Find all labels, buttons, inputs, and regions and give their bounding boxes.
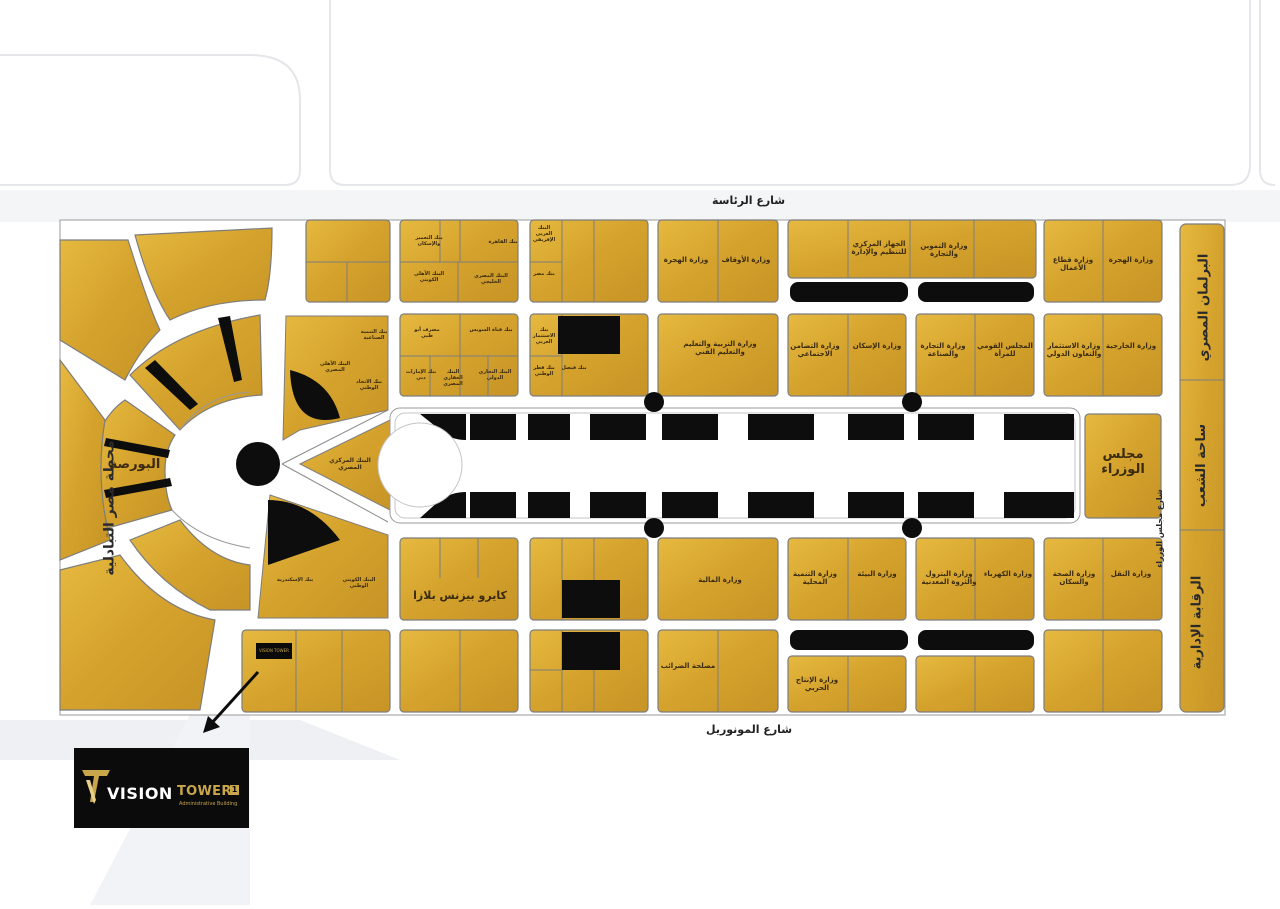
black-square-r4 bbox=[562, 632, 620, 670]
street-label-top: شارع الرئاسة bbox=[712, 194, 786, 207]
background-outline bbox=[0, 0, 1276, 186]
roundabout-main bbox=[236, 442, 280, 486]
block-r3-c4 bbox=[657, 537, 779, 621]
block-left-2 bbox=[134, 227, 273, 321]
block-left-1 bbox=[59, 239, 161, 381]
boulevard-block-0-1 bbox=[528, 414, 570, 440]
black-square-r3 bbox=[562, 580, 620, 618]
black-strip-r1-a bbox=[790, 282, 908, 302]
cabinet-block bbox=[1084, 413, 1162, 519]
boulevard-block-1-4 bbox=[748, 492, 814, 518]
label-station: محطة مصر التبادلية bbox=[101, 440, 118, 576]
boulevard-block-1-6 bbox=[918, 492, 974, 518]
vt-mark-icon bbox=[82, 770, 110, 804]
spokes bbox=[104, 316, 242, 498]
boulevard-curve-bl bbox=[420, 492, 466, 518]
logo-vision-text: VISION bbox=[107, 784, 173, 803]
block-r2-c2 bbox=[399, 313, 519, 397]
logo-badge: 1 bbox=[230, 785, 239, 795]
arrow-to-logo bbox=[203, 670, 260, 733]
block-r4-c2 bbox=[399, 629, 519, 713]
boulevard-block-1-0 bbox=[470, 492, 516, 518]
block-r1-c2 bbox=[399, 219, 519, 303]
boulevard-block-0-6 bbox=[918, 414, 974, 440]
sectors bbox=[257, 315, 391, 619]
vision-tower-logo: VISION TOWER 1 Administrative Building bbox=[74, 748, 249, 828]
label-admin-control: الرقابة الإدارية bbox=[1189, 575, 1205, 670]
logo-subtitle: Administrative Building bbox=[179, 801, 238, 807]
label-parliament: البرلمان المصري bbox=[1196, 253, 1212, 362]
boulevard-block-0-2 bbox=[590, 414, 646, 440]
block-r3-c5 bbox=[787, 537, 907, 621]
top-street-band bbox=[0, 190, 1280, 222]
boulevard-block-1-1 bbox=[528, 492, 570, 518]
mini-vision-logo: VISION TOWER bbox=[256, 643, 292, 659]
block-left-bottom bbox=[59, 554, 216, 711]
black-square-r2 bbox=[558, 316, 620, 354]
block-r1-c5 bbox=[787, 219, 1037, 279]
block-r1-c1 bbox=[305, 219, 391, 303]
logo-tower-text: TOWER bbox=[177, 784, 232, 799]
block-r2-c5 bbox=[787, 313, 907, 397]
boulevard-block-0-3 bbox=[662, 414, 718, 440]
boulevard-block-1-5 bbox=[848, 492, 904, 518]
block-r2-c4 bbox=[657, 313, 779, 397]
boulevard-block-0-0 bbox=[470, 414, 516, 440]
boulevard-block-1-7 bbox=[1004, 492, 1074, 518]
street-label-cabinet: شارع مجلس الوزراء bbox=[1154, 489, 1164, 568]
boulevard-block-0-7 bbox=[1004, 414, 1074, 440]
block-r1-c3 bbox=[529, 219, 649, 303]
block-r4-c5 bbox=[787, 655, 907, 713]
central-boulevard bbox=[377, 392, 1081, 538]
boulevard-block-1-2 bbox=[590, 492, 646, 518]
station-block bbox=[59, 358, 111, 561]
black-strip-r1-b bbox=[918, 282, 1034, 302]
boulevard-block-0-5 bbox=[848, 414, 904, 440]
boulevard-block-1-3 bbox=[662, 492, 718, 518]
avenue-spines bbox=[281, 409, 389, 523]
left-region bbox=[59, 227, 273, 711]
boulevard-curve-tl bbox=[420, 414, 466, 440]
black-strip-r4-a bbox=[790, 630, 908, 650]
label-people-square: ساحة الشعب bbox=[1194, 423, 1210, 508]
boulevard-block-0-4 bbox=[748, 414, 814, 440]
street-label-bottom: شارع المونوريل bbox=[706, 723, 793, 736]
black-strip-r4-b bbox=[918, 630, 1034, 650]
ring-bottom bbox=[129, 519, 251, 611]
parliament-strip bbox=[1179, 223, 1225, 713]
block-r3-c2 bbox=[399, 537, 519, 621]
